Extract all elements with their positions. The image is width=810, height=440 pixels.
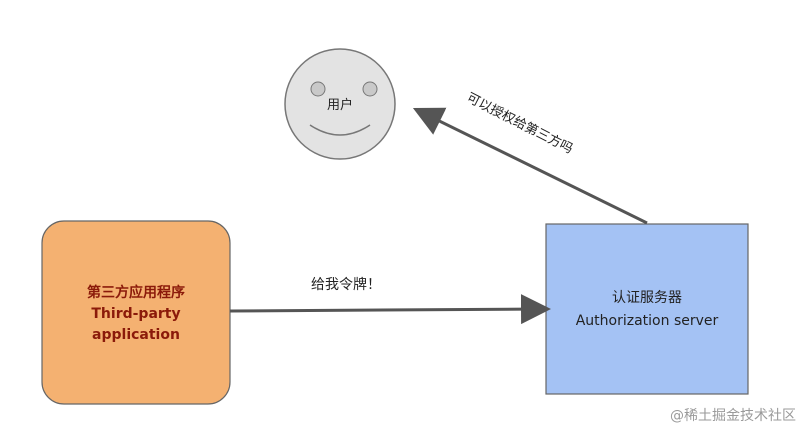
- user-face: [284, 48, 396, 160]
- edge-label-request-token: 给我令牌！: [311, 276, 381, 293]
- auth-server-label-en: Authorization server: [576, 313, 719, 329]
- third-party-label-cn: 第三方应用程序: [87, 284, 185, 301]
- user-smile: [309, 124, 371, 136]
- third-party-label-en-1: Third-party: [91, 306, 180, 322]
- user-node: 用户: [284, 48, 396, 160]
- arrow-request-token: [229, 294, 551, 325]
- watermark-text: @稀土掘金技术社区: [670, 408, 796, 424]
- auth-server-label-cn: 认证服务器: [612, 290, 682, 306]
- auth-server-node: 认证服务器 Authorization server: [545, 223, 749, 395]
- edge-label-ask-user: 可以授权给第三方吗: [464, 90, 576, 157]
- third-party-node: 第三方应用程序 Third-party application: [41, 220, 231, 405]
- auth-server-box: [545, 223, 749, 395]
- arrow-ask-user: [412, 107, 648, 225]
- third-party-box: [41, 220, 231, 405]
- user-label: 用户: [327, 97, 353, 113]
- edge-request-token: 给我令牌！: [229, 276, 551, 325]
- third-party-label-en-2: application: [92, 327, 180, 343]
- user-left-eye: [310, 81, 326, 97]
- user-right-eye: [362, 81, 378, 97]
- edge-ask-user: 可以授权给第三方吗: [412, 90, 648, 225]
